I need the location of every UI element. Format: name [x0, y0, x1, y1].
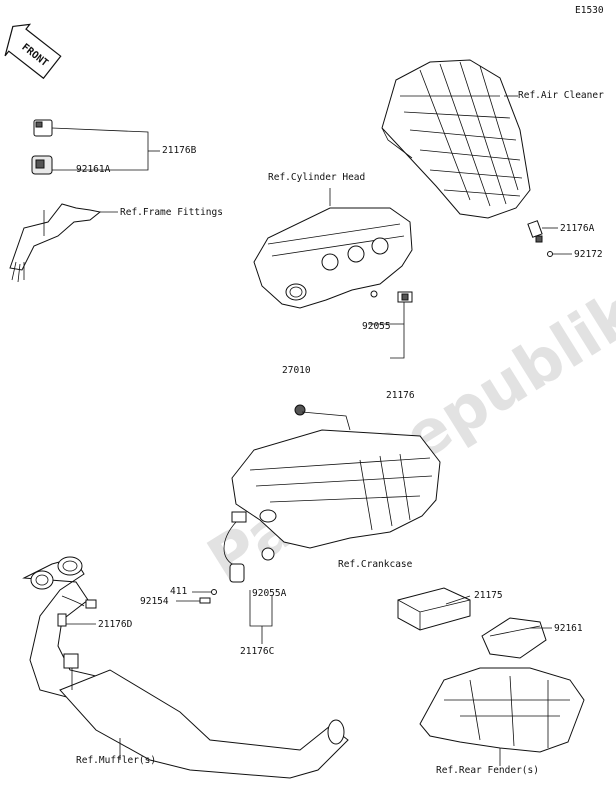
sensor-21176c — [176, 511, 275, 644]
label-21176c: 21176C — [240, 646, 275, 657]
label-21176: 21176 — [386, 390, 415, 401]
rear-fender — [419, 667, 585, 766]
sensor-21176b — [31, 119, 160, 175]
label-ref-frame-fittings: Ref.Frame Fittings — [120, 207, 223, 218]
label-411: 411 — [170, 586, 188, 597]
label-92055a: 92055A — [252, 588, 287, 599]
label-ref-crankcase: Ref.Crankcase — [338, 559, 413, 570]
label-92154: 92154 — [140, 596, 169, 607]
label-21176d: 21176D — [98, 619, 133, 630]
exhaust-system — [22, 556, 349, 779]
label-ref-cylinder-head: Ref.Cylinder Head — [268, 172, 366, 183]
frame-bracket — [9, 203, 118, 283]
front-arrow-icon: FRONT — [4, 23, 62, 80]
cylinder-head — [253, 188, 413, 309]
label-21175: 21175 — [474, 590, 503, 601]
label-ref-mufflers: Ref.Muffler(s) — [76, 755, 157, 766]
ecu-21175 — [397, 587, 471, 631]
label-ref-rear-fender: Ref.Rear Fender(s) — [436, 765, 539, 776]
air-cleaner — [381, 59, 531, 219]
label-92172: 92172 — [574, 249, 603, 260]
label-21176a: 21176A — [560, 223, 595, 234]
sensor-21176a — [527, 220, 572, 257]
label-92161a: 92161A — [76, 164, 111, 175]
holder-92161 — [481, 617, 552, 659]
sensor-21176 — [368, 290, 413, 359]
diagram-code: E1530 — [575, 5, 604, 16]
label-92055: 92055 — [362, 321, 391, 332]
label-27010: 27010 — [282, 365, 311, 376]
label-92161: 92161 — [554, 623, 583, 634]
label-ref-air-cleaner: Ref.Air Cleaner — [518, 90, 604, 101]
label-21176b: 21176B — [162, 145, 197, 156]
crankcase — [231, 404, 441, 549]
